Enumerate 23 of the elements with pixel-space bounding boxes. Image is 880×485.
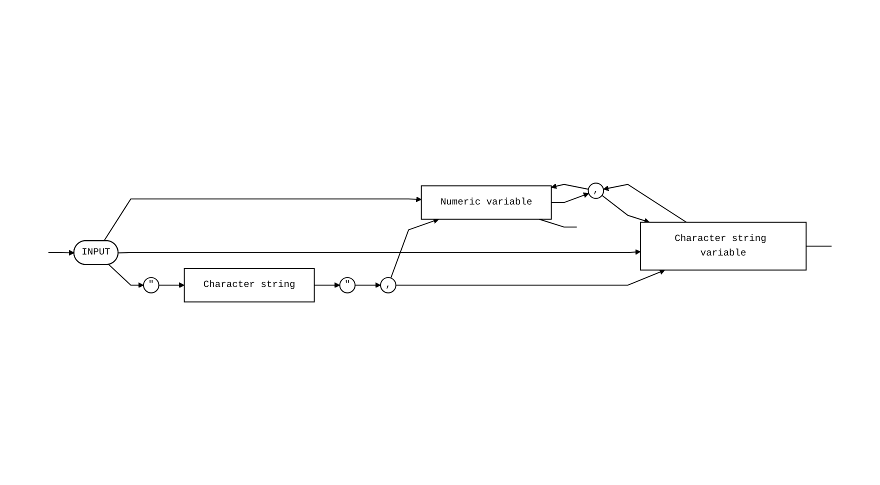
arrow <box>314 282 340 288</box>
arrow <box>603 184 687 223</box>
connector <box>538 218 578 228</box>
connector <box>806 246 832 247</box>
node-circle <box>143 277 160 294</box>
syntax-diagram-drawing: INPUT " Character string " , Numeric variable Character string variable , <box>5 178 875 307</box>
arrow <box>550 192 589 203</box>
arrow <box>602 194 650 224</box>
arrow <box>158 282 185 288</box>
node-box <box>640 222 807 271</box>
arrow <box>108 264 144 288</box>
node-box <box>420 185 552 220</box>
node-box <box>184 268 315 302</box>
node-circle <box>339 277 356 294</box>
node-circle <box>588 182 604 199</box>
arrow <box>104 196 422 242</box>
arrow <box>48 250 74 256</box>
arrow <box>118 249 641 255</box>
arrow <box>551 183 589 190</box>
node-circle <box>380 277 396 294</box>
arrow <box>354 282 381 288</box>
arrow <box>395 269 666 286</box>
arrow <box>390 218 439 278</box>
